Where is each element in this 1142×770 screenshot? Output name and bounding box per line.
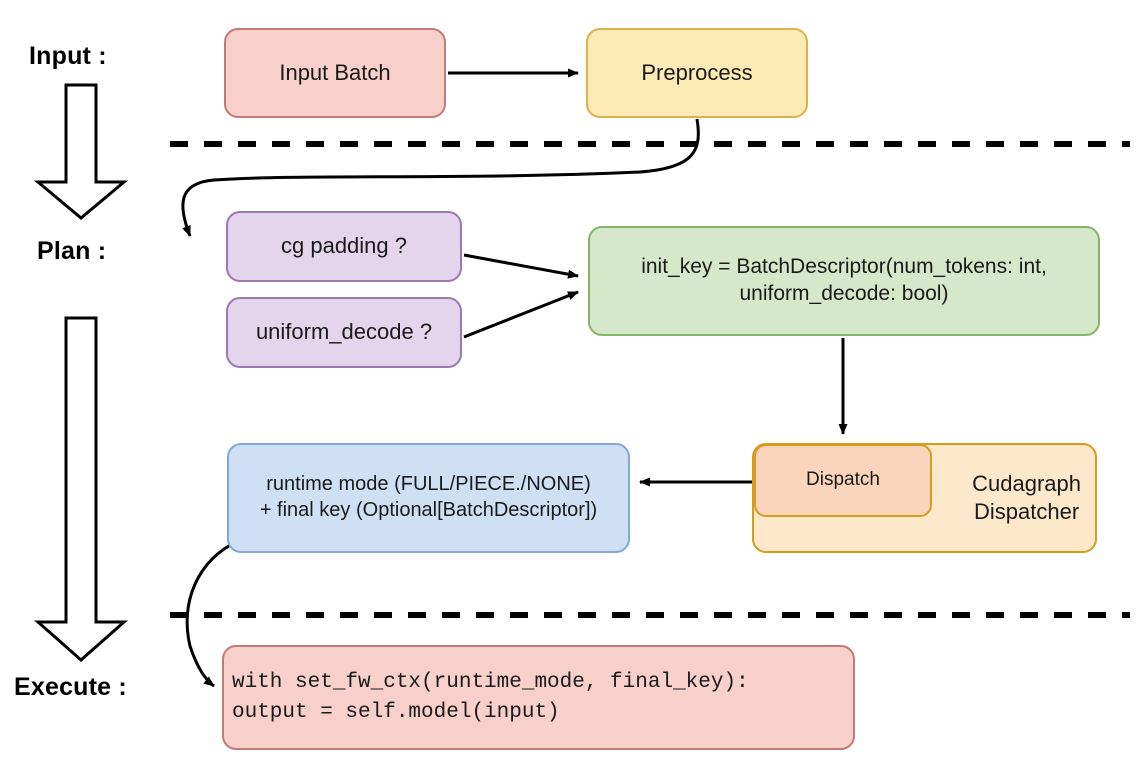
- node-execute-code[interactable]: with set_fw_ctx(runtime_mode, final_key)…: [222, 645, 855, 750]
- node-preprocess[interactable]: Preprocess: [586, 28, 808, 118]
- node-dispatch[interactable]: Dispatch: [754, 444, 932, 517]
- node-init-key[interactable]: init_key = BatchDescriptor(num_tokens: i…: [588, 226, 1100, 336]
- node-uniform-decode[interactable]: uniform_decode ?: [226, 297, 462, 368]
- stage-label-input: Input :: [29, 42, 107, 70]
- node-runtime-mode[interactable]: runtime mode (FULL/PIECE./NONE) + final …: [227, 443, 630, 553]
- node-runtime-mode-label: runtime mode (FULL/PIECE./NONE) + final …: [259, 473, 598, 521]
- node-input-batch-label: Input Batch: [279, 59, 391, 85]
- node-cudagraph-dispatcher-label: Cudagraph Dispatcher: [972, 470, 1081, 524]
- node-cg-padding-label: cg padding ?: [281, 233, 407, 259]
- stage-label-plan: Plan :: [37, 237, 107, 265]
- node-execute-code-label: with set_fw_ctx(runtime_mode, final_key)…: [232, 670, 749, 724]
- node-dispatch-label: Dispatch: [806, 469, 880, 491]
- uniform-decode-to-init-key-edge: [463, 290, 579, 339]
- node-preprocess-label: Preprocess: [641, 59, 753, 85]
- stage-label-execute: Execute :: [14, 673, 127, 701]
- node-uniform-decode-label: uniform_decode ?: [255, 319, 433, 345]
- node-cg-padding[interactable]: cg padding ?: [226, 211, 462, 282]
- node-init-key-label: init_key = BatchDescriptor(num_tokens: i…: [641, 255, 1047, 305]
- input-to-plan-flow-arrow: [33, 83, 129, 220]
- plan-to-execute-flow-arrow: [34, 316, 128, 663]
- node-input-batch[interactable]: Input Batch: [224, 28, 446, 118]
- cg-padding-to-init-key-edge: [463, 253, 579, 279]
